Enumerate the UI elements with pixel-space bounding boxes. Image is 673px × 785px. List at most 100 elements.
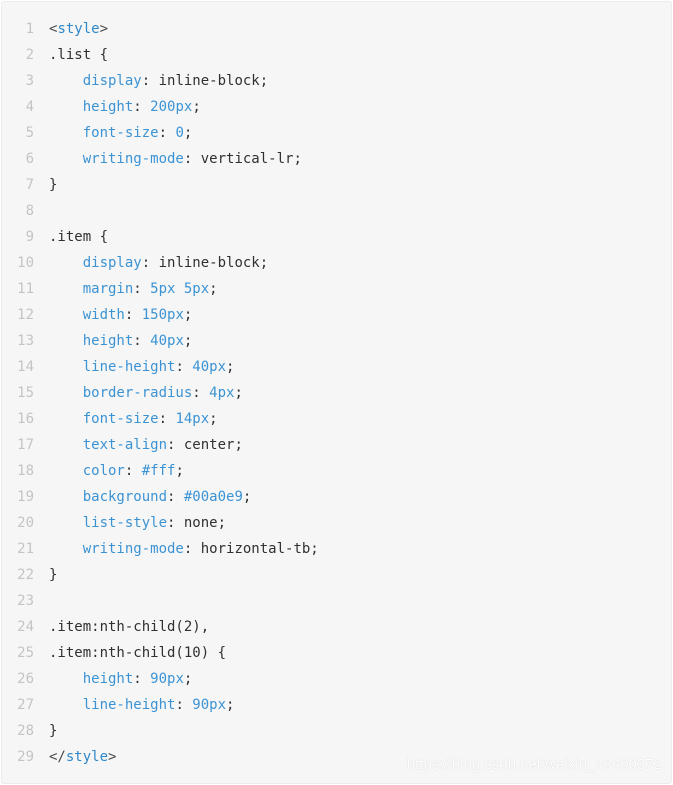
code-token: : — [124, 463, 142, 479]
code-token: : center; — [167, 437, 243, 453]
code-token — [49, 125, 83, 141]
code-text: .list { — [49, 42, 108, 68]
code-token: ; — [242, 489, 252, 505]
code-token — [49, 515, 83, 531]
line-number: 16 — [17, 411, 34, 427]
line-number: 7 — [25, 177, 34, 193]
code-text: background: #00a0e9; — [49, 484, 252, 510]
code-text: width: 150px; — [49, 302, 193, 328]
code-line: 3 display: inline-block; — [2, 68, 671, 94]
code-token: ; — [175, 463, 184, 479]
line-number: 14 — [17, 359, 34, 375]
code-line: 19 background: #00a0e9; — [2, 484, 671, 510]
code-token: : — [133, 671, 151, 687]
code-line: 13 height: 40px; — [2, 328, 671, 354]
line-number: 4 — [25, 99, 34, 115]
code-line: 8 — [2, 198, 671, 224]
code-line: 22} — [2, 562, 671, 588]
code-line: 7} — [2, 172, 671, 198]
code-token: } — [49, 567, 58, 583]
code-token — [49, 411, 83, 427]
code-text: font-size: 0; — [49, 120, 193, 146]
code-token: list-style — [82, 515, 168, 531]
code-token — [49, 333, 83, 349]
code-token: ; — [226, 359, 235, 375]
code-text: color: #fff; — [49, 458, 184, 484]
code-token: : — [133, 333, 151, 349]
code-token: border-radius — [82, 385, 193, 401]
code-token — [49, 255, 83, 271]
code-line: 29</style> — [2, 744, 671, 770]
code-token: color — [82, 463, 125, 479]
code-token: line-height — [82, 697, 176, 713]
line-number: 18 — [17, 463, 34, 479]
code-text: height: 200px; — [49, 94, 201, 120]
code-token: width — [82, 307, 125, 323]
code-token — [49, 463, 83, 479]
line-number: 17 — [17, 437, 34, 453]
code-token: display — [82, 73, 142, 89]
code-token: 14px — [175, 411, 210, 427]
code-lines: 1<style>2.list {3 display: inline-block;… — [2, 16, 671, 770]
line-number: 8 — [25, 203, 34, 219]
code-token — [49, 437, 83, 453]
code-text: } — [49, 718, 57, 744]
code-token: 150px — [141, 307, 184, 323]
code-token: ; — [209, 411, 218, 427]
line-number: 21 — [17, 541, 34, 557]
code-token: style — [65, 749, 109, 765]
line-number: 11 — [17, 281, 34, 297]
code-line: 11 margin: 5px 5px; — [2, 276, 671, 302]
line-number: 1 — [25, 21, 34, 37]
code-token: ; — [234, 385, 243, 401]
code-text: writing-mode: horizontal-tb; — [49, 536, 319, 562]
code-token — [49, 73, 83, 89]
code-token: : — [192, 385, 210, 401]
code-token — [49, 151, 83, 167]
code-token: writing-mode — [82, 151, 184, 167]
code-token: height — [82, 333, 134, 349]
code-token: : none; — [167, 515, 227, 531]
code-token: 0 — [175, 125, 184, 141]
code-token: > — [108, 749, 117, 765]
code-token: height — [82, 99, 134, 115]
code-token — [49, 671, 83, 687]
code-token: : — [158, 125, 176, 141]
code-text: list-style: none; — [49, 510, 226, 536]
code-token — [49, 541, 83, 557]
line-number: 28 — [17, 723, 34, 739]
code-text: border-radius: 4px; — [49, 380, 243, 406]
line-number: 9 — [25, 229, 34, 245]
code-token: : — [175, 359, 193, 375]
code-token: font-size — [82, 125, 159, 141]
code-token: writing-mode — [82, 541, 184, 557]
code-token: text-align — [82, 437, 168, 453]
code-token: ; — [226, 697, 235, 713]
line-number: 3 — [25, 73, 34, 89]
code-token: : — [124, 307, 142, 323]
line-number: 22 — [17, 567, 34, 583]
code-line: 25.item:nth-child(10) { — [2, 640, 671, 666]
code-token: 40px — [192, 359, 227, 375]
line-number: 15 — [17, 385, 34, 401]
code-token: 90px — [150, 671, 184, 687]
code-token — [49, 489, 83, 505]
code-text: } — [49, 172, 57, 198]
code-token: : — [175, 697, 193, 713]
line-number: 27 — [17, 697, 34, 713]
code-token: display — [82, 255, 142, 271]
code-token: ; — [209, 281, 218, 297]
code-token: 4px — [209, 385, 235, 401]
code-token: .item { — [49, 229, 109, 245]
code-token — [49, 281, 83, 297]
line-number: 12 — [17, 307, 34, 323]
code-token: : inline-block; — [141, 73, 269, 89]
code-token — [49, 359, 83, 375]
code-token — [49, 307, 83, 323]
code-text: .item:nth-child(10) { — [49, 640, 226, 666]
code-text: height: 40px; — [49, 328, 193, 354]
code-line: 17 text-align: center; — [2, 432, 671, 458]
line-number: 20 — [17, 515, 34, 531]
code-text: text-align: center; — [49, 432, 243, 458]
